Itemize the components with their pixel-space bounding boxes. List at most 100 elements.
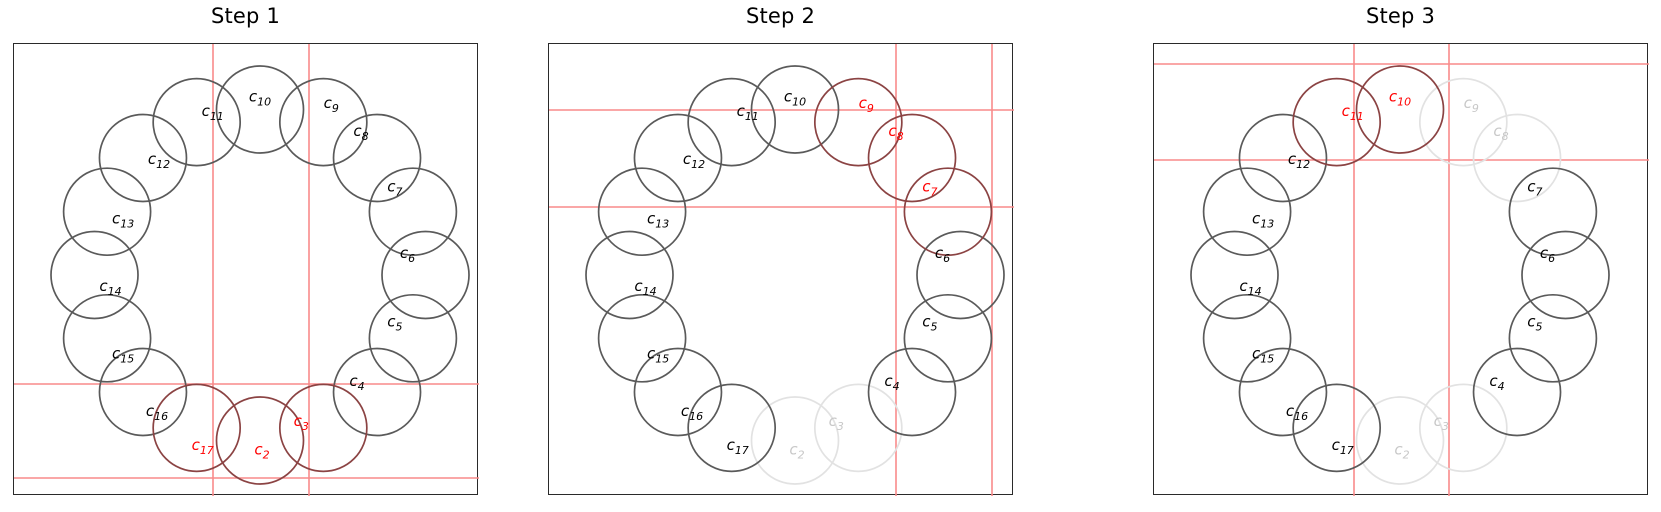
circle-label-c3: c3: [1434, 412, 1449, 433]
label-base: c: [829, 412, 838, 430]
circle-c11: [1292, 77, 1382, 167]
label-base: c: [353, 122, 362, 140]
label-subscript: 16: [689, 410, 703, 423]
label-subscript: 10: [792, 96, 806, 109]
circle-label-c10: c10: [249, 88, 271, 109]
circle-label-c3: c3: [294, 412, 309, 433]
label-base: c: [859, 94, 868, 112]
circle-c13: [62, 167, 152, 257]
label-base: c: [387, 312, 396, 330]
label-subscript: 4: [893, 380, 900, 393]
label-base: c: [935, 244, 944, 262]
label-base: c: [1527, 178, 1536, 196]
label-base: c: [1252, 344, 1261, 362]
bounding-box-hairlines: [549, 44, 1014, 496]
label-base: c: [146, 402, 155, 420]
label-base: c: [737, 102, 746, 120]
circle-label-c15: c15: [1252, 344, 1274, 365]
label-subscript: 3: [302, 420, 309, 433]
circle-c4: [1472, 347, 1562, 437]
label-subscript: 8: [1502, 130, 1509, 143]
circle-c15: [597, 293, 687, 383]
circle-label-c2: c2: [789, 441, 804, 462]
label-subscript: 7: [1536, 186, 1543, 199]
label-base: c: [647, 210, 656, 228]
bounding-box-hairlines: [1154, 44, 1649, 496]
label-base: c: [192, 436, 201, 454]
circle-label-c17: c17: [1332, 436, 1354, 457]
label-subscript: 15: [1260, 352, 1274, 365]
circle-c11: [152, 77, 242, 167]
circle-c2: [1355, 396, 1445, 485]
circle-label-c12: c12: [1288, 150, 1310, 171]
label-subscript: 7: [931, 186, 938, 199]
circle-c17: [687, 383, 777, 473]
label-subscript: 14: [108, 285, 122, 298]
circle-label-c5: c5: [387, 312, 402, 333]
label-subscript: 5: [396, 320, 403, 333]
circle-label-c15: c15: [647, 344, 669, 365]
circle-label-c12: c12: [148, 150, 170, 171]
circle-c4: [332, 347, 422, 437]
circle-c12: [98, 113, 188, 203]
label-subscript: 17: [200, 444, 214, 457]
label-base: c: [202, 102, 211, 120]
label-base: c: [1332, 436, 1341, 454]
label-subscript: 13: [655, 218, 669, 231]
circle-c14: [50, 230, 139, 320]
label-subscript: 9: [1472, 102, 1479, 115]
label-base: c: [1489, 372, 1498, 390]
panel-title: Step 1: [210, 4, 281, 28]
label-base: c: [254, 441, 263, 459]
circle-label-c11: c11: [737, 102, 759, 123]
label-subscript: 6: [408, 252, 415, 265]
label-subscript: 2: [798, 449, 805, 462]
circle-c5: [368, 293, 458, 383]
circle-c17: [1292, 383, 1382, 473]
circle-label-c8: c8: [888, 122, 903, 143]
label-subscript: 9: [867, 102, 874, 115]
circle-c8: [867, 113, 957, 203]
circle-label-c13: c13: [1252, 210, 1274, 231]
label-subscript: 8: [897, 130, 904, 143]
label-base: c: [789, 441, 798, 459]
label-subscript: 5: [1536, 320, 1543, 333]
label-base: c: [249, 88, 258, 106]
label-base: c: [922, 178, 931, 196]
circle-c2: [215, 396, 305, 485]
label-base: c: [1493, 122, 1502, 140]
circle-label-c10: c10: [1389, 88, 1411, 109]
label-subscript: 16: [154, 410, 168, 423]
circle-label-c14: c14: [1239, 277, 1261, 298]
label-subscript: 6: [1548, 252, 1555, 265]
circle-label-c15: c15: [112, 344, 134, 365]
circle-label-c13: c13: [112, 210, 134, 231]
circle-c2: [750, 396, 840, 485]
label-subscript: 17: [735, 444, 749, 457]
circle-c9: [278, 77, 368, 167]
label-base: c: [99, 277, 108, 295]
circle-c13: [597, 167, 687, 257]
circle-label-c11: c11: [1342, 102, 1364, 123]
circle-label-c9: c9: [324, 94, 339, 115]
circle-c9: [1418, 77, 1508, 167]
circle-label-c10: c10: [784, 88, 806, 109]
circle-label-c6: c6: [1540, 244, 1555, 265]
circle-label-c5: c5: [1527, 312, 1542, 333]
circle-c15: [1202, 293, 1292, 383]
label-base: c: [922, 312, 931, 330]
circle-label-c7: c7: [1527, 178, 1542, 199]
circle-label-c6: c6: [400, 244, 415, 265]
circle-label-c8: c8: [353, 122, 368, 143]
circle-c10: [1355, 65, 1445, 154]
label-subscript: 2: [263, 449, 270, 462]
label-subscript: 4: [1498, 380, 1505, 393]
label-subscript: 12: [1296, 158, 1310, 171]
circle-c10: [750, 65, 840, 154]
label-base: c: [681, 402, 690, 420]
